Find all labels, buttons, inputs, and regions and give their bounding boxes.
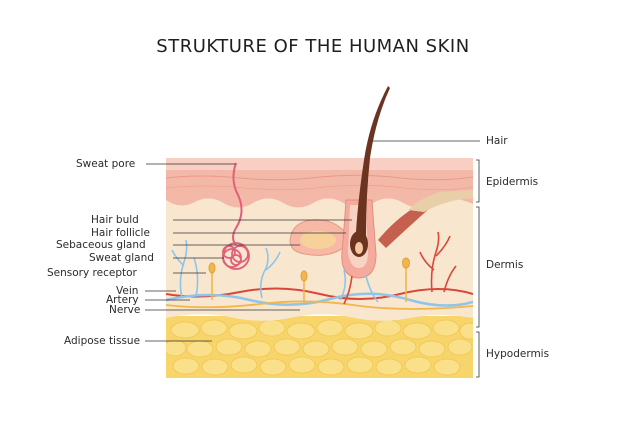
- right-leader-lines: [371, 140, 480, 378]
- nerve-fiber: [166, 300, 473, 310]
- label-epidermis: Epidermis: [486, 176, 539, 188]
- label-sweat-gland: Sweat gland: [89, 252, 154, 264]
- vein-vessel: [166, 292, 473, 307]
- epidermis-top-layer: [166, 158, 473, 170]
- label-vein: Vein: [116, 285, 139, 297]
- label-sebaceous-gland: Sebaceous gland: [56, 239, 146, 251]
- label-hypodermis: Hypodermis: [486, 348, 550, 360]
- label-hair-follicle: Hair follicle: [91, 227, 150, 239]
- label-adipose-tissue: Adipose tissue: [64, 335, 141, 347]
- label-sensory-receptor: Sensory receptor: [47, 267, 137, 279]
- page-title: STRUKTURE OF THE HUMAN SKIN: [156, 36, 470, 57]
- label-dermis: Dermis: [486, 259, 524, 271]
- label-hair-buld: Hair buld: [91, 214, 139, 226]
- sweat-duct: [232, 162, 243, 246]
- sensory-receptors: [208, 257, 410, 304]
- label-artery: Artery: [106, 294, 139, 306]
- hair-shaft: [355, 86, 390, 254]
- epidermis-layer: [166, 164, 473, 208]
- label-hair: Hair: [486, 135, 508, 147]
- fat-cells: [166, 319, 473, 376]
- arrector-muscle: [378, 202, 430, 248]
- label-nerve: Nerve: [109, 304, 141, 316]
- label-sweat-pore: Sweat pore: [76, 158, 136, 170]
- capillaries: [171, 231, 457, 301]
- left-leader-lines: [145, 163, 352, 342]
